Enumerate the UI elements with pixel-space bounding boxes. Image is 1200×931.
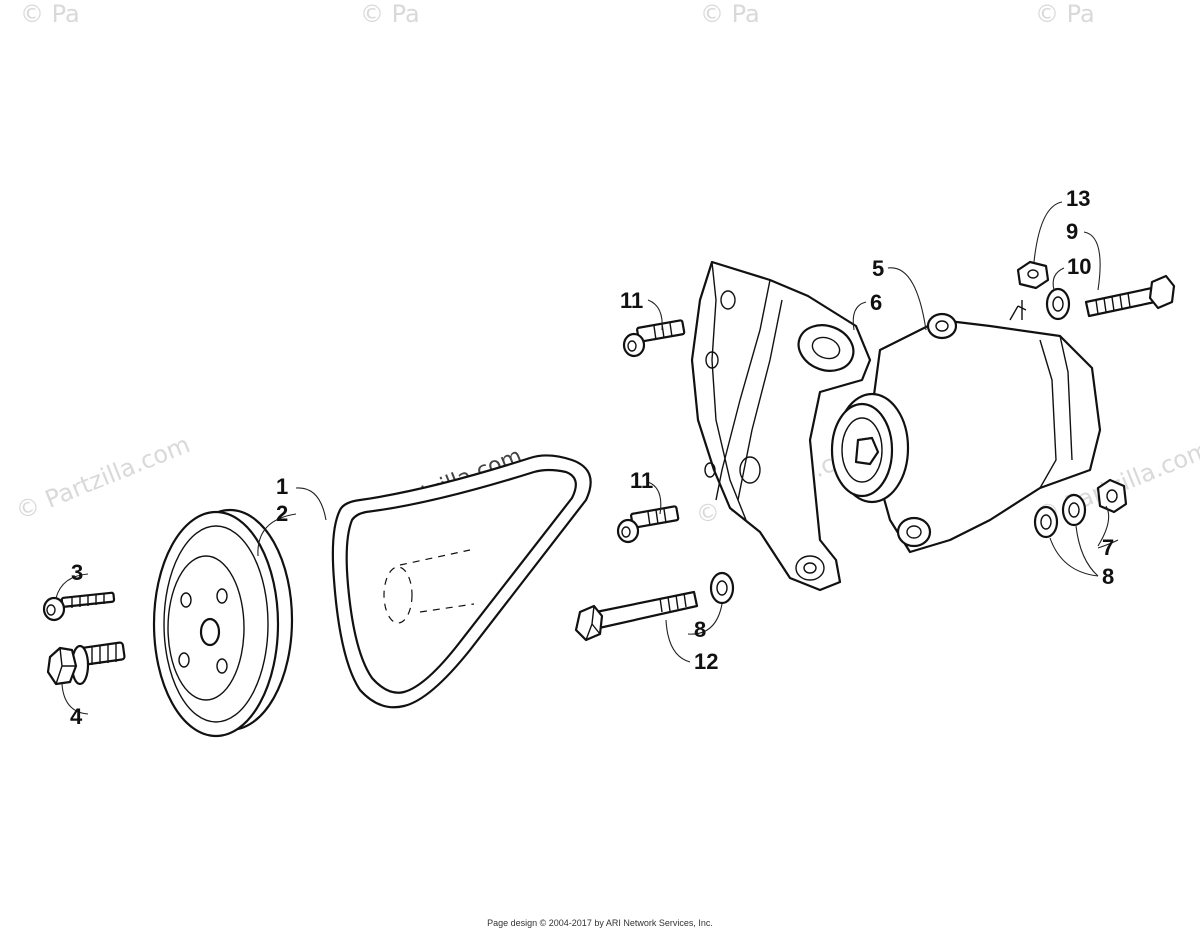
callout-10: 10 bbox=[1067, 254, 1091, 279]
callout-4: 4 bbox=[70, 704, 83, 729]
cap-screw-lower-part bbox=[616, 505, 680, 544]
drive-belt-part bbox=[331, 454, 592, 709]
watermark-fragment: © Pa bbox=[20, 0, 80, 28]
bolt-small-part bbox=[42, 591, 116, 622]
callout-2: 2 bbox=[276, 501, 288, 526]
callout-13: 13 bbox=[1066, 186, 1090, 211]
callout-1: 1 bbox=[276, 474, 288, 499]
watermark-fragment: © Pa bbox=[360, 0, 420, 28]
nut-right-part bbox=[1096, 478, 1128, 514]
alternator-part bbox=[830, 300, 1102, 554]
crank-pulley-part bbox=[152, 508, 294, 738]
callout-3: 3 bbox=[71, 560, 83, 585]
watermark-left: © Partzilla.com bbox=[12, 430, 194, 525]
washer-right-a-part bbox=[1033, 505, 1059, 539]
nut-top-part bbox=[1016, 260, 1050, 290]
callout-labels: 1 2 3 4 5 6 7 8 8 9 10 11 11 12 13 bbox=[70, 186, 1114, 729]
callout-5: 5 bbox=[872, 256, 884, 281]
leader-lines bbox=[55, 201, 1119, 715]
watermark-top-row: © Pa © Pa © Pa © Pa bbox=[20, 0, 1095, 28]
flange-bolt-part bbox=[46, 641, 126, 686]
callout-11-lower: 11 bbox=[630, 468, 653, 493]
mounting-bracket-part bbox=[690, 260, 872, 592]
bolt-upper-right-part bbox=[1084, 274, 1176, 318]
washer-upper-part bbox=[1045, 287, 1071, 321]
page-footer: Page design © 2004-2017 by ARI Network S… bbox=[487, 918, 713, 928]
callout-7: 7 bbox=[1102, 535, 1114, 560]
watermark-fragment: © Pa bbox=[700, 0, 760, 28]
callout-9: 9 bbox=[1066, 219, 1078, 244]
cap-screw-upper-part bbox=[622, 319, 686, 358]
washer-right-b-part bbox=[1061, 493, 1087, 527]
watermark-fragment: © Pa bbox=[1035, 0, 1095, 28]
callout-11-upper: 11 bbox=[620, 288, 643, 313]
callout-12: 12 bbox=[694, 649, 718, 674]
callout-6: 6 bbox=[870, 290, 882, 315]
callout-8-right: 8 bbox=[1102, 564, 1114, 589]
washer-middle-part bbox=[709, 571, 735, 605]
long-hex-bolt-part bbox=[574, 590, 699, 642]
callout-8-middle: 8 bbox=[694, 617, 706, 642]
